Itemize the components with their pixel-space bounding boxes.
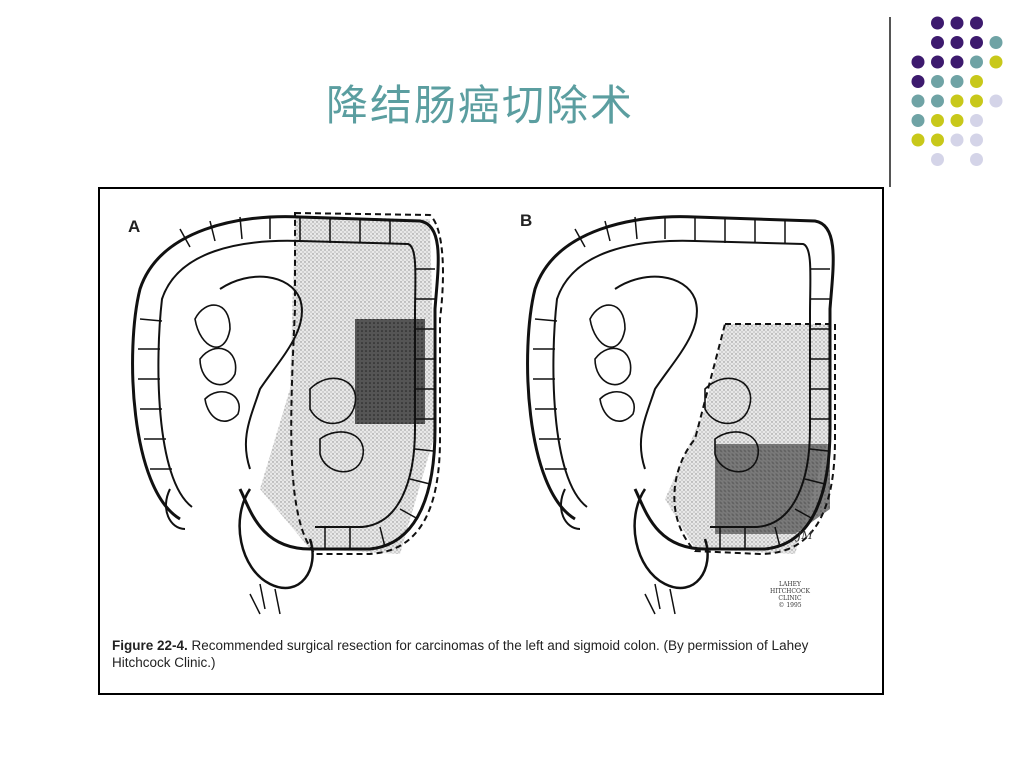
figure-frame: A B JM LAHEY HITCHCOCK CLINIC © 1995 Fig… [98,187,884,695]
decor-dot [950,114,964,127]
divider-line [889,17,891,187]
decorative-dot-grid [911,16,1003,166]
clinic-credit: LAHEY HITCHCOCK CLINIC © 1995 [760,581,820,609]
decor-dot [950,55,964,69]
decor-dot [931,153,944,166]
decor-dot [989,55,1003,69]
colon-illustration [131,211,836,615]
panel-a-label: A [128,217,141,236]
decor-dot [989,36,1003,49]
decor-dot [970,36,983,49]
decor-dot [911,94,925,108]
decor-dot [911,133,925,147]
decor-dot [950,36,964,49]
credit-line: CLINIC [778,595,802,602]
decor-dot [911,55,925,69]
panel-a-drawing [131,211,444,615]
decor-dot [970,153,983,166]
decor-dot [950,94,964,108]
decor-dot [931,75,944,88]
decor-dot [931,94,944,108]
credit-line: HITCHCOCK [769,588,810,595]
caption-text: Recommended surgical resection for carci… [112,638,809,670]
decor-dot [911,75,925,88]
decor-dot [970,94,983,108]
decor-dot [970,114,983,127]
panel-b-drawing [526,215,836,615]
decor-dot [950,16,964,30]
caption-label: Figure 22-4. [112,638,188,653]
illustrator-signature: JM [797,529,813,542]
decor-dot [931,55,944,69]
decor-dot [931,114,944,127]
panel-b-label: B [520,211,533,230]
credit-line: LAHEY [779,581,801,588]
decor-dot [950,75,964,88]
decor-dot [970,16,983,30]
slide-title: 降结肠癌切除术 [325,81,634,130]
decor-dot [931,16,944,30]
decor-dot [911,114,925,127]
decor-dot [970,75,983,88]
figure-caption: Figure 22-4. Recommended surgical resect… [112,637,852,671]
decor-dot [970,133,983,147]
decor-dot [950,133,964,147]
decor-dot [931,133,944,147]
decor-dot [931,36,944,49]
credit-line: © 1995 [778,602,802,609]
decor-dot [989,94,1003,108]
decor-dot [970,55,983,69]
